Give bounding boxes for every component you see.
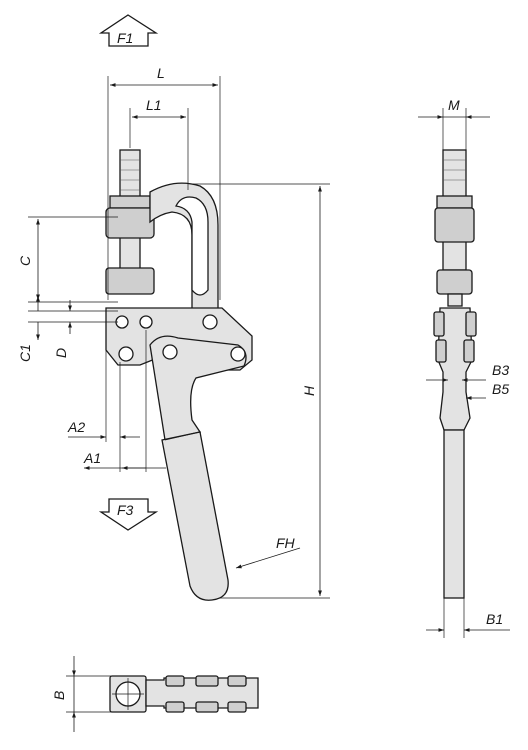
side-pin-right-upper	[465, 311, 477, 337]
dim-c1-label: C1	[17, 344, 33, 362]
pivot-hole-5	[162, 344, 178, 360]
dim-b-label: B	[51, 691, 67, 700]
top-pin-1	[165, 675, 185, 687]
dim-b5-label: B5	[492, 381, 509, 397]
side-view: M B3 B5 B1	[418, 97, 510, 638]
force-f3-label: F3	[117, 502, 134, 518]
dim-a1-label: A1	[83, 450, 101, 466]
grip-seam	[164, 431, 201, 441]
hook-slot	[175, 196, 209, 296]
side-neck	[447, 293, 463, 307]
top-pin-4	[165, 701, 185, 713]
dim-l-label: L	[157, 65, 165, 81]
dim-h-label: H	[301, 385, 317, 396]
top-pin-5	[195, 701, 219, 713]
dim-a2-label: A2	[67, 419, 85, 435]
pivot-hole-3	[202, 314, 218, 330]
top-pin-3	[227, 675, 247, 687]
side-handle	[443, 429, 465, 599]
side-lower-nut	[436, 269, 473, 295]
force-f3-arrow-icon: F3	[98, 498, 159, 531]
dim-d-label: D	[53, 348, 69, 358]
force-f1-label: F1	[117, 30, 133, 46]
front-view: F1 L	[17, 14, 330, 601]
handle-grip	[161, 431, 229, 601]
force-f1-arrow-icon: F1	[98, 14, 159, 47]
spindle-holder	[105, 207, 155, 239]
side-upper-nut	[436, 195, 473, 209]
side-pin-left-upper	[433, 311, 445, 337]
upper-nut	[109, 195, 151, 209]
dim-c-label: C	[17, 255, 33, 266]
pivot-hole-6	[230, 346, 246, 362]
dim-l1-label: L1	[146, 97, 162, 113]
top-pin-2	[195, 675, 219, 687]
pivot-hole-4	[118, 346, 134, 362]
side-pin-right-lower	[463, 339, 475, 363]
pivot-hole-2	[139, 315, 153, 329]
side-holder	[434, 207, 475, 243]
side-pin-left-lower	[435, 339, 447, 363]
dim-b3-label: B3	[492, 362, 509, 378]
dim-b1-label: B1	[486, 611, 503, 627]
handle-lever	[149, 335, 247, 441]
top-pin-6	[227, 701, 247, 713]
force-fh-label: FH	[276, 535, 296, 551]
force-fh-arrow-icon	[235, 547, 301, 569]
lower-nut	[105, 267, 155, 295]
dim-m-label: M	[448, 97, 460, 113]
top-view: B	[51, 656, 259, 732]
